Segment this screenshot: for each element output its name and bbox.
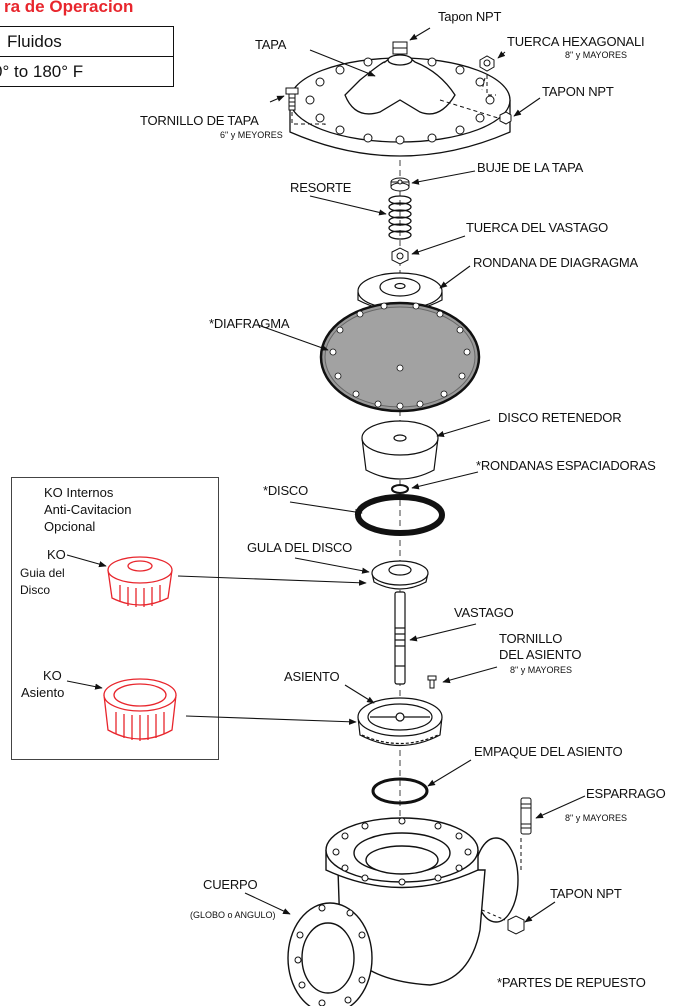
- label-tornillo-del-asiento-2: DEL ASIENTO: [499, 647, 582, 662]
- tapon-npt-top-icon: [392, 41, 408, 55]
- label-rondana-diafragma: RONDANA DE DIAGRAGMA: [473, 255, 639, 270]
- ko-asiento-icon: [103, 678, 177, 741]
- label-esparrago-size: 8" y MAYORES: [565, 813, 628, 823]
- label-cuerpo-type: (GLOBO o ANGULO): [190, 910, 276, 920]
- tapon-npt-bottom-icon: [507, 915, 525, 935]
- esparrago-stud-icon: [520, 797, 532, 835]
- ko-options-box: [11, 477, 219, 760]
- label-disco: *DISCO: [263, 483, 309, 498]
- label-disco-retenedor: DISCO RETENEDOR: [498, 410, 622, 425]
- label-gula-del-disco: GULA DEL DISCO: [247, 540, 353, 555]
- label-tornillo-del-asiento-1: TORNILLO: [499, 631, 563, 646]
- label-asiento: ASIENTO: [284, 669, 340, 684]
- label-diafragma: *DIAFRAGMA: [209, 316, 290, 331]
- label-rondanas-espaciadoras: *RONDANAS ESPACIADORAS: [476, 458, 656, 473]
- rondanas-espaciadoras-icon: [391, 484, 409, 494]
- cuerpo-body-icon: [287, 817, 519, 1006]
- label-tuerca-del-vastago: TUERCA DEL VASTAGO: [466, 220, 609, 235]
- disco-ring-icon: [355, 494, 445, 536]
- label-tuerca-hexagonal: TUERCA HEXAGONALI: [507, 34, 645, 49]
- ko-guia-label-3: Disco: [20, 583, 51, 597]
- leader-arrows: [66, 27, 586, 923]
- gula-del-disco-icon: [371, 560, 429, 590]
- ko-asiento-label-1: KO: [43, 668, 62, 683]
- ko-heading-1: KO Internos: [44, 485, 114, 500]
- empaque-del-asiento-icon: [371, 777, 429, 805]
- label-cuerpo: CUERPO: [203, 877, 258, 892]
- ko-heading-3: Opcional: [44, 519, 96, 534]
- ko-guia-label-1: KO: [47, 547, 66, 562]
- label-tornillo-de-tapa: TORNILLO DE TAPA: [140, 113, 259, 128]
- page-title: ra de Operacion: [4, 0, 134, 16]
- table-cell-temp: 0° to 180° F: [0, 56, 174, 87]
- resorte-spring-icon: [388, 195, 412, 240]
- tornillo-del-asiento-icon: [427, 675, 437, 689]
- diafragma-disc-icon: [319, 301, 481, 413]
- tapon-npt-right-icon: [499, 111, 512, 125]
- label-buje: BUJE DE LA TAPA: [477, 160, 584, 175]
- label-tornillo-del-asiento-size: 8" y MAYORES: [510, 665, 573, 675]
- label-vastago: VASTAGO: [454, 605, 514, 620]
- label-tapon-npt-top: Tapon NPT: [438, 9, 502, 24]
- ko-asiento-label-2: Asiento: [21, 685, 65, 700]
- label-tapon-npt-right: TAPON NPT: [542, 84, 614, 99]
- label-tornillo-de-tapa-size: 6" y MEYORES: [220, 130, 283, 140]
- label-empaque: EMPAQUE DEL ASIENTO: [474, 744, 623, 759]
- disco-retenedor-icon: [361, 420, 439, 480]
- ko-guia-label-2: Guia del: [20, 566, 65, 580]
- ko-heading-2: Anti-Cavitacion: [44, 502, 132, 517]
- label-tapa: TAPA: [255, 37, 287, 52]
- ko-guia-disco-icon: [107, 556, 173, 607]
- label-tapon-npt-bottom: TAPON NPT: [550, 886, 622, 901]
- buje-icon: [390, 177, 410, 192]
- label-resorte: RESORTE: [290, 180, 352, 195]
- asiento-seat-icon: [357, 697, 443, 747]
- label-esparrago: ESPARRAGO: [586, 786, 666, 801]
- vastago-stem-icon: [394, 591, 406, 685]
- tapa-cover-icon: [289, 54, 511, 157]
- tornillo-de-tapa-icon: [285, 87, 299, 111]
- tuerca-hexagonal-icon: [479, 55, 495, 72]
- tuerca-del-vastago-icon: [391, 247, 409, 265]
- label-partes-de-repuesto: *PARTES DE REPUESTO: [497, 975, 646, 990]
- label-tuerca-hexagonal-size: 8" y MAYORES: [565, 50, 628, 60]
